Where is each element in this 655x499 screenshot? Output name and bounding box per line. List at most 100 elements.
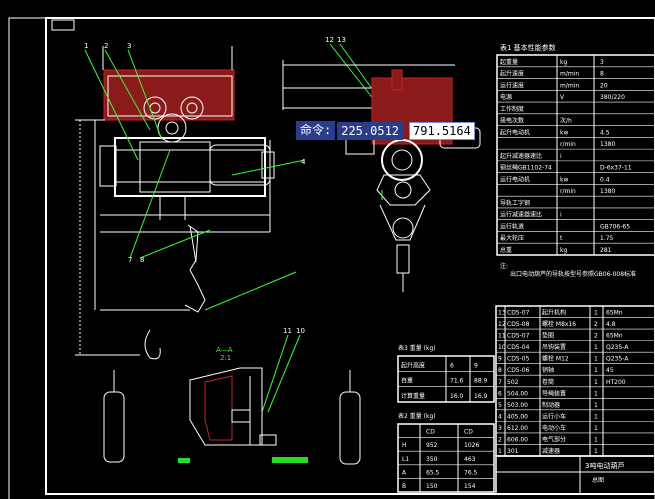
table-cell: Q235-A <box>606 344 629 351</box>
table-cell: 65Mn <box>606 310 623 317</box>
table-cell: 7 <box>498 379 502 386</box>
table-cell: 9 <box>474 362 478 369</box>
table-cell: CD <box>426 429 435 436</box>
table-cell: 4.5 <box>600 129 610 136</box>
table-cell: CD5-05 <box>507 356 530 363</box>
table-cell: kg <box>560 247 567 254</box>
table-cell: 工作制度 <box>500 105 524 113</box>
table-cell: 8 <box>600 71 604 78</box>
part-label: 12 <box>325 36 334 44</box>
table-cell: HT200 <box>606 379 626 386</box>
table-cell: 350 <box>426 456 438 463</box>
table-cell: 运行速度 <box>500 81 524 89</box>
table-cell: 45 <box>606 367 614 374</box>
x-coordinate-input[interactable]: 225.0512 <box>337 121 404 140</box>
table-cell: 65Mn <box>606 333 623 340</box>
table-cell: 9 <box>498 356 502 363</box>
command-prompt[interactable]: 命令: 225.0512 791.5164 <box>296 121 475 140</box>
table-cell: 接电次数 <box>500 117 524 125</box>
table-cell: CD5-04 <box>507 344 530 351</box>
table-cell: 2 <box>498 436 502 443</box>
table-cell: CD5-08 <box>507 321 530 328</box>
table-cell: 起升电动机 <box>500 128 530 136</box>
table-cell: 0.4 <box>600 176 610 183</box>
table-cell: H <box>402 442 407 449</box>
table-cell: CD5-07 <box>507 310 530 317</box>
table-cell: m/min <box>560 71 579 78</box>
table-cell: 运行小车 <box>542 412 566 420</box>
y-coordinate-input[interactable]: 791.5164 <box>409 121 475 140</box>
table-cell: 4.8 <box>606 321 616 328</box>
part-label: 7 <box>128 256 132 264</box>
command-label: 命令: <box>296 121 336 140</box>
table-cell: A <box>402 469 407 476</box>
table-cell: 起升高度 <box>401 361 425 369</box>
table-cell: 制动器 <box>542 401 560 409</box>
table-cell: 504.00 <box>507 390 528 397</box>
table-cell: 1 <box>594 413 598 420</box>
table-cell: 运行轨道 <box>500 222 524 230</box>
table-cell: 导绳装置 <box>542 389 566 397</box>
table-cell: 螺栓 M12 <box>542 355 569 363</box>
table-cell: 1380 <box>600 188 615 195</box>
table3-title: 表3 重量 (kg) <box>398 344 436 352</box>
table-cell: CD <box>464 429 473 436</box>
note-text: 出口电动葫芦的导轨按型号参照GB06-008标准 <box>510 270 636 278</box>
table-cell: V <box>560 94 565 101</box>
table-cell: L1 <box>402 456 409 463</box>
table-cell: 运行电动机 <box>500 175 530 183</box>
part-label: 2 <box>104 42 108 50</box>
table-cell: 71.6 <box>450 378 464 385</box>
table-cell: 起升机构 <box>542 309 566 317</box>
table-cell: 20 <box>600 82 608 89</box>
table-cell: 16.0 <box>450 393 464 400</box>
drawing-subtitle: 总图 <box>592 476 604 484</box>
table-cell: 1 <box>498 448 502 455</box>
table-cell: 起升减速器速比 <box>500 152 542 160</box>
table-cell: 76.5 <box>464 469 478 476</box>
table-cell: 导轨工字钢 <box>500 199 530 207</box>
table-cell: 1 <box>594 448 598 455</box>
table-cell: 6 <box>450 362 454 369</box>
table-cell: 螺栓 M8x16 <box>542 320 576 328</box>
table-cell: kw <box>560 176 568 183</box>
drawing-frame <box>8 17 655 499</box>
table-cell: 301 <box>507 448 519 455</box>
table-cell: 3 <box>600 59 604 66</box>
table-cell: 1 <box>594 436 598 443</box>
table-cell: 612.00 <box>507 425 528 432</box>
table-cell: 1.75 <box>600 235 614 242</box>
part-label: 3 <box>127 42 131 50</box>
section-mark: A—A <box>216 346 233 354</box>
table-cell: 1 <box>594 367 598 374</box>
table-cell: 16.9 <box>474 393 488 400</box>
table-cell: 最大轮压 <box>500 234 524 242</box>
table-cell: 463 <box>464 456 476 463</box>
hoist-main-view <box>75 46 275 360</box>
table-cell: 405.00 <box>507 413 528 420</box>
table-cell: CD5-06 <box>507 367 530 374</box>
table-cell: Q235-A <box>606 356 629 363</box>
table-cell: r/min <box>560 188 576 195</box>
table-cell: 606.00 <box>507 436 528 443</box>
section-scale: 2:1 <box>220 354 231 362</box>
table-cell: 952 <box>426 442 438 449</box>
table-cell: 1 <box>594 310 598 317</box>
table-cell: B <box>402 483 406 490</box>
table-cell: 1 <box>594 356 598 363</box>
table-cell: i <box>560 212 562 219</box>
table-cell: 吊钩装置 <box>542 343 566 351</box>
note-title: 注: <box>500 262 508 270</box>
table-cell: 10 <box>498 344 506 351</box>
table-cell: 380/220 <box>600 94 625 101</box>
table-cell: 1026 <box>464 442 479 449</box>
table-cell: 8 <box>498 367 502 374</box>
table-cell: 计算重量 <box>401 392 425 400</box>
part-label: 4 <box>301 158 306 166</box>
table-cell: 150 <box>426 483 438 490</box>
table-cell: 卷筒 <box>542 378 554 386</box>
